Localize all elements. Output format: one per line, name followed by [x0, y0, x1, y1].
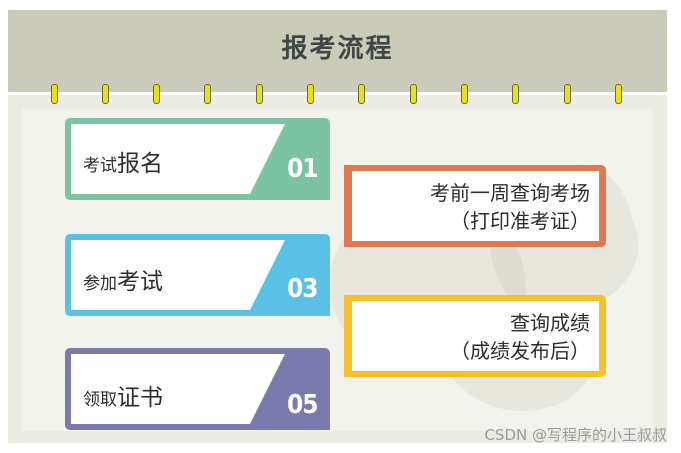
binder-ring-icon — [102, 84, 109, 104]
step-number: 01 — [287, 154, 318, 184]
page-title: 报考流程 — [8, 10, 667, 92]
step-label-line2: （成绩发布后） — [450, 335, 590, 364]
step-card-04: 04 查询成绩 （成绩发布后） — [344, 295, 606, 377]
step-label-line1: 考前一周查询考场 — [430, 177, 590, 206]
step-number: 04 — [358, 335, 389, 365]
binder-ring-icon — [256, 84, 263, 104]
binder-ring-icon — [512, 84, 519, 104]
step-card-03: 参加考试 03 — [65, 234, 330, 316]
step-number: 05 — [287, 390, 318, 420]
step-card-02: 02 考前一周查询考场 （打印准考证） — [344, 165, 606, 247]
binder-ring-icon — [461, 84, 468, 104]
binder-ring-icon — [51, 84, 58, 104]
binder-ring-icon — [204, 84, 211, 104]
binder-ring-icon — [153, 84, 160, 104]
step-number: 02 — [358, 205, 389, 235]
binder-ring-icon — [410, 84, 417, 104]
step-number: 03 — [287, 274, 318, 304]
step-label-line2: （打印准考证） — [450, 205, 590, 234]
binder-ring-icon — [358, 84, 365, 104]
watermark-text: CSDN @写程序的小王叔叔 — [484, 424, 667, 445]
step-card-01: 考试报名 01 — [65, 118, 330, 200]
binder-ring-icon — [564, 84, 571, 104]
step-label-line1: 查询成绩 — [510, 307, 590, 336]
binder-ring-icon — [615, 84, 622, 104]
step-card-05: 领取证书 05 — [65, 348, 330, 430]
binder-ring-icon — [307, 84, 314, 104]
step-label: 参加考试 — [83, 262, 163, 296]
step-label: 考试报名 — [83, 144, 163, 178]
step-label: 领取证书 — [83, 378, 163, 412]
header-bar: 报考流程 — [8, 10, 667, 92]
